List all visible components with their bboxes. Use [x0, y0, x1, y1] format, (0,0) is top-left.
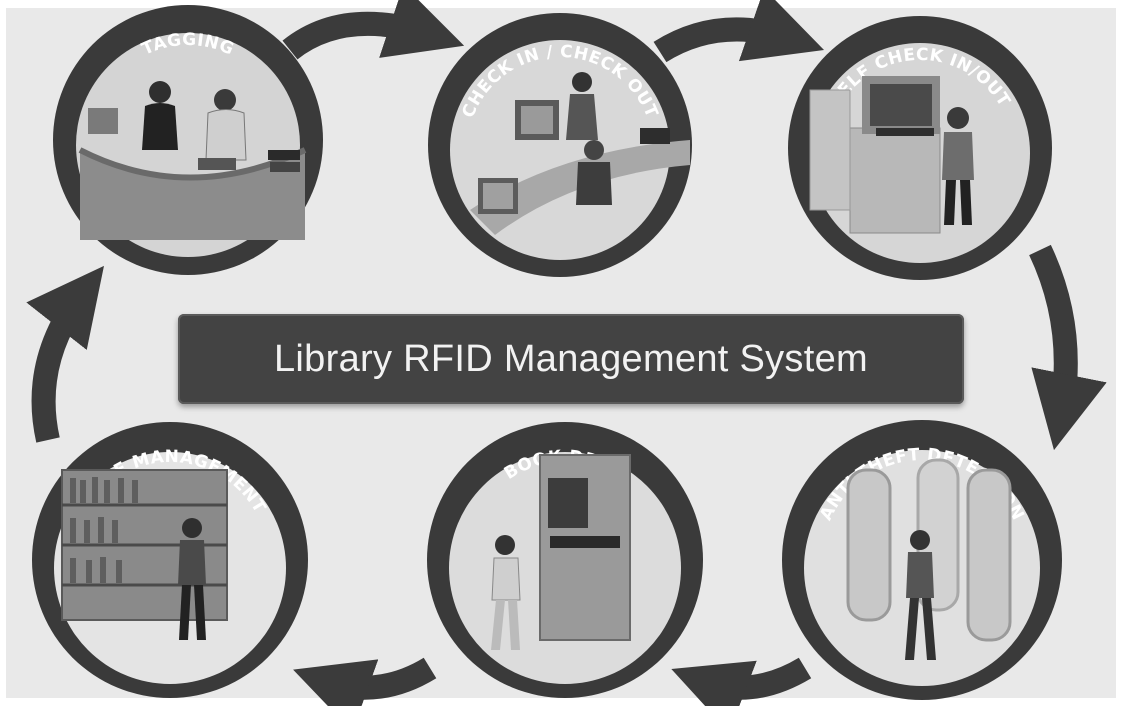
stage-shelf-management: SHELF MANAGEMENT	[32, 422, 308, 698]
arrow-shelf-to-tagging	[26, 265, 104, 443]
arrow-tagging-to-checkin	[282, 0, 465, 60]
diagram-title: Library RFID Management System	[274, 337, 868, 380]
stage-book-drop: BOOK DROP	[427, 422, 703, 698]
arrow-checkin-to-selfcheck	[653, 0, 825, 63]
arrow-antitheft-to-bookdrop	[671, 657, 812, 706]
stage-tagging: TAGGING	[53, 5, 323, 275]
arrow-selfcheck-to-antitheft	[1029, 244, 1107, 451]
stage-self-check: SELF CHECK IN/OUT	[788, 16, 1052, 280]
stage-checkin-checkout: CHECK IN / CHECK OUT	[428, 13, 692, 277]
arrow-bookdrop-to-shelf	[293, 657, 437, 706]
title-banner: Library RFID Management System	[178, 314, 964, 404]
flow-arrows	[26, 0, 1107, 706]
